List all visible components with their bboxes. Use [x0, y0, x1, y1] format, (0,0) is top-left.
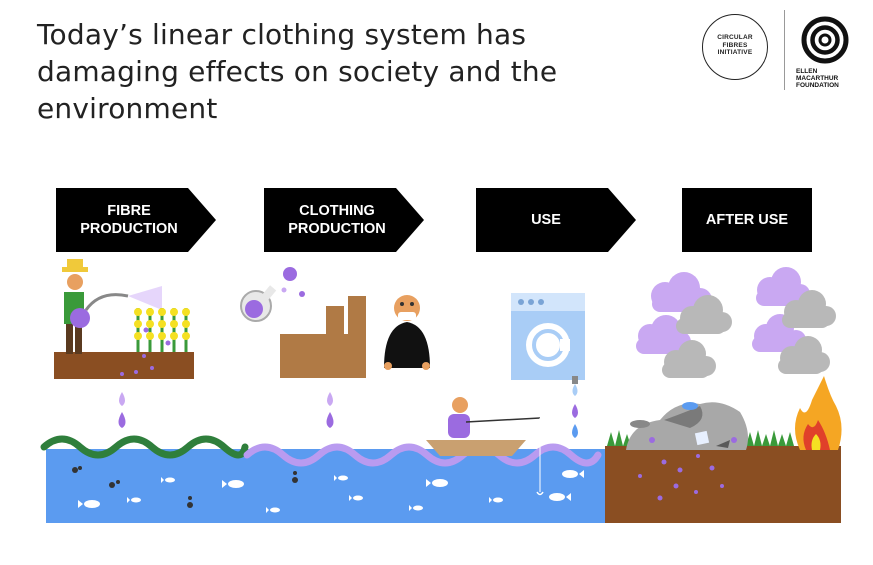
stage-arrow-shape	[56, 188, 216, 252]
fish-icon	[426, 479, 448, 487]
page-title: Today’s linear clothing system has damag…	[37, 18, 558, 125]
factory-icon	[240, 267, 366, 378]
fish-icon	[161, 477, 175, 483]
fish-icon	[222, 480, 244, 488]
stage-clothing-production: CLOTHING PRODUCTION	[264, 188, 424, 252]
pollution-clouds	[636, 267, 836, 378]
emf-logo-text: ELLEN MACARTHUR FOUNDATION	[796, 68, 839, 89]
fish-icon	[409, 505, 423, 511]
fish-icon	[489, 497, 503, 503]
washing-machine-icon	[511, 293, 585, 384]
fish-icon	[549, 493, 571, 501]
polluted-wave-purple	[243, 443, 602, 467]
stage-arrow-shape	[476, 188, 636, 252]
landfill-pile-icon	[626, 402, 748, 450]
farmer-icon	[62, 259, 162, 354]
stage-label: AFTER USE	[705, 212, 789, 228]
chemical-drips	[118, 384, 578, 438]
pollutant-particles	[72, 466, 298, 508]
crop-plants	[120, 308, 190, 376]
fisherman-boat-icon	[426, 397, 544, 496]
stage-label: CLOTHING PRODUCTION	[288, 203, 386, 237]
emf-rings-icon	[801, 16, 849, 64]
fish-icon	[562, 470, 584, 478]
stage-box-shape	[682, 188, 812, 252]
circular-fibres-initiative-logo: CIRCULAR FIBRES INITIATIVE	[702, 14, 768, 80]
polluted-wave-green	[40, 435, 249, 459]
stage-use: USE	[476, 188, 636, 252]
fire-icon	[795, 376, 842, 450]
stage-after-use: AFTER USE	[682, 188, 812, 252]
fish-group	[78, 470, 584, 513]
farm-soil	[54, 352, 194, 379]
ellen-macarthur-foundation-logo: ELLEN MACARTHUR FOUNDATION	[796, 15, 858, 95]
microfibre-particles	[638, 454, 724, 501]
factory-worker-icon	[384, 295, 430, 370]
fish-icon	[266, 507, 280, 513]
stage-label: FIBRE PRODUCTION	[80, 203, 178, 237]
fish-icon	[349, 495, 363, 501]
fish-icon	[334, 475, 348, 481]
grass	[607, 430, 794, 446]
cfi-logo-text: CIRCULAR FIBRES INITIATIVE	[717, 34, 753, 56]
stage-label: USE	[531, 212, 561, 228]
stage-fibre-production: FIBRE PRODUCTION	[56, 188, 216, 252]
logo-divider	[784, 10, 785, 90]
fish-icon	[127, 497, 141, 503]
fish-icon	[78, 500, 100, 508]
stage-arrow-shape	[264, 188, 424, 252]
